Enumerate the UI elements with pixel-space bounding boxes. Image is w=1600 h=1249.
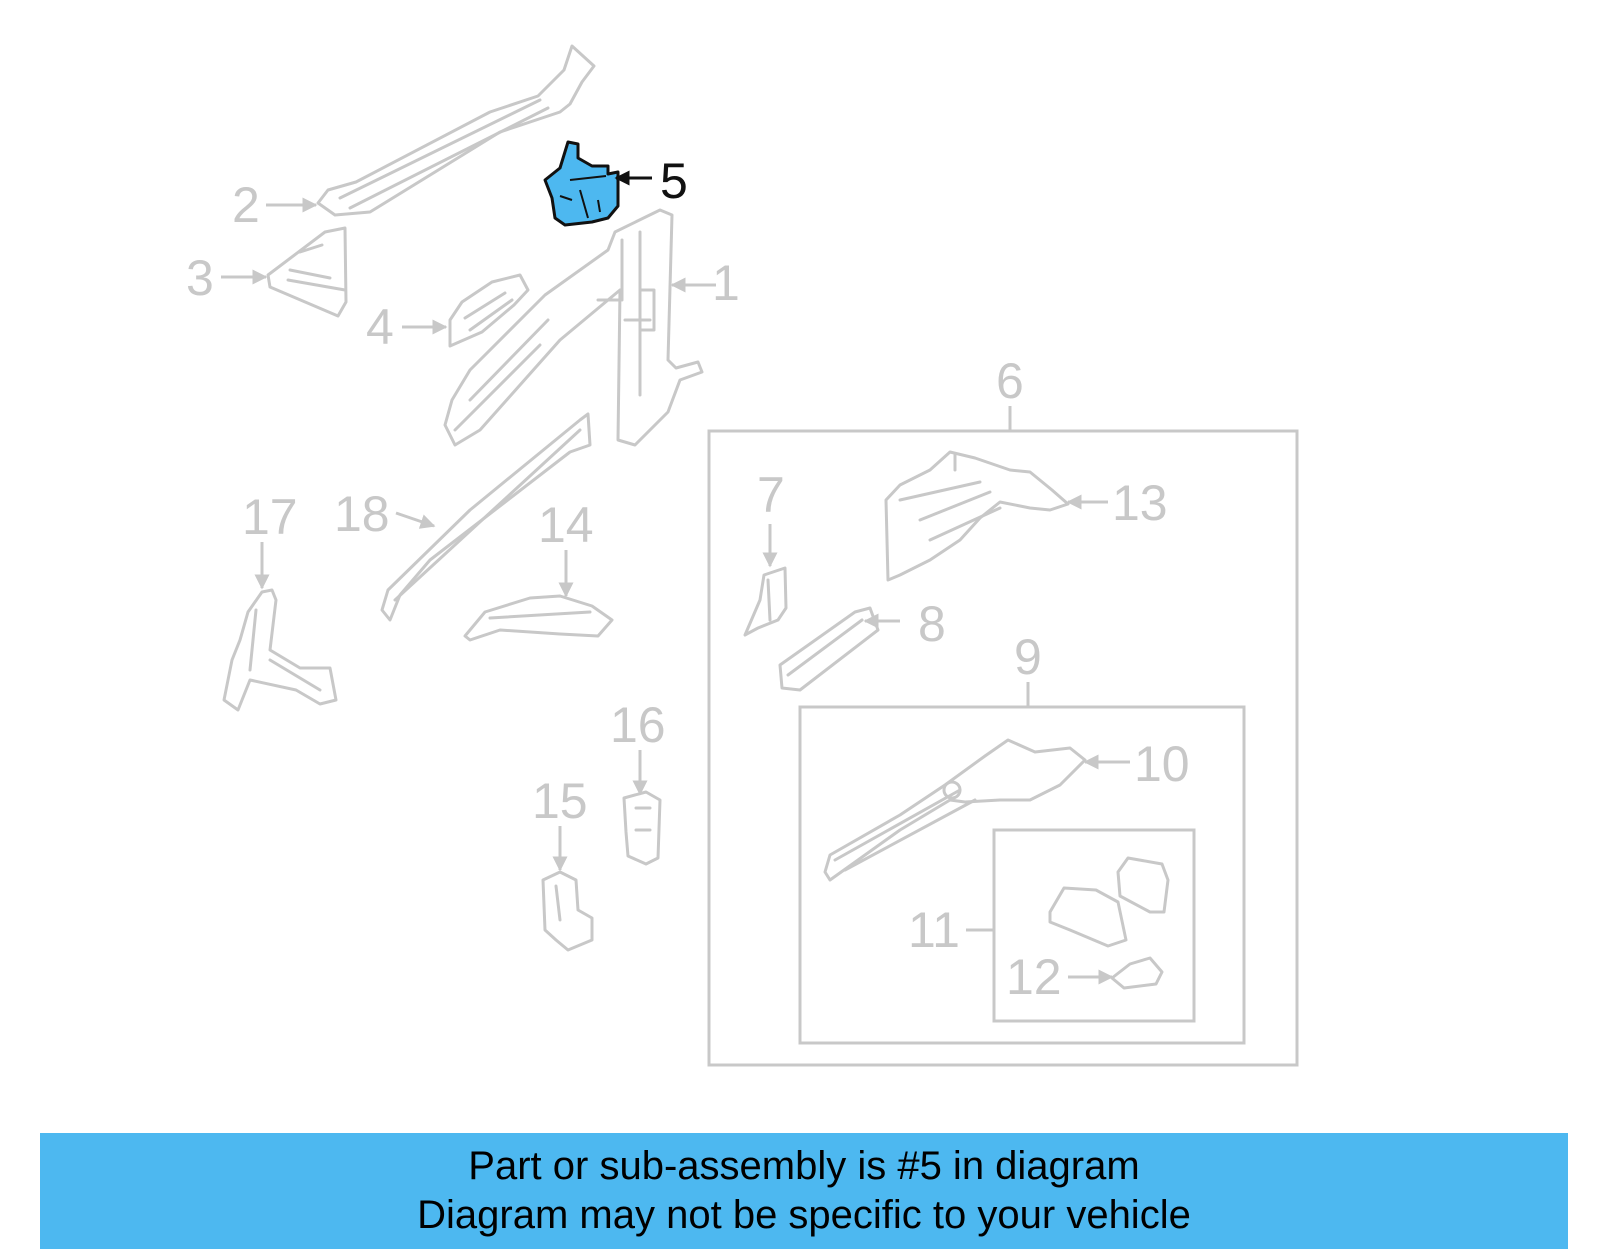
- part-10-rail: [823, 738, 1087, 882]
- part-3-bracket: [266, 226, 348, 318]
- callout-14: 14: [538, 497, 594, 553]
- part-4-gusset: [448, 273, 530, 348]
- callout-17: 17: [242, 489, 298, 545]
- callout-3: 3: [186, 250, 214, 306]
- callout-2: 2: [232, 177, 260, 233]
- part-14-panel: [463, 594, 614, 642]
- callout-13: 13: [1112, 475, 1168, 531]
- callout-18: 18: [334, 486, 390, 542]
- part-1-pillar: [443, 208, 704, 447]
- assembly-box-9: [798, 705, 1246, 1045]
- callout-10: 10: [1134, 736, 1190, 792]
- part-11-reinforcements: [1048, 856, 1170, 948]
- callout-16: 16: [610, 697, 666, 753]
- assembly-box-6: [707, 429, 1299, 1067]
- part-17-pillar-lower: [222, 588, 338, 712]
- part-2-roof-rail: [316, 44, 596, 217]
- callout-11: 11: [908, 902, 960, 958]
- callout-1: 1: [712, 255, 740, 311]
- part-8-channel: [778, 606, 880, 692]
- callout-7: 7: [757, 467, 785, 523]
- leader-18: [395, 511, 436, 529]
- info-banner: Part or sub-assembly is #5 in diagram Di…: [40, 1133, 1568, 1249]
- part-18-rail: [380, 412, 592, 622]
- banner-line-1: Part or sub-assembly is #5 in diagram: [468, 1144, 1140, 1188]
- callout-9: 9: [1014, 629, 1042, 685]
- callout-12: 12: [1006, 949, 1062, 1005]
- part-12-clip: [1110, 956, 1164, 990]
- banner-line-2: Diagram may not be specific to your vehi…: [417, 1193, 1191, 1237]
- part-16-bracket: [622, 790, 662, 866]
- part-7-bracket: [743, 566, 788, 637]
- callout-8: 8: [918, 596, 946, 652]
- callout-6: 6: [996, 353, 1024, 409]
- part-13-wheelhouse: [884, 450, 1070, 582]
- callout-5: 5: [660, 153, 688, 209]
- callout-4: 4: [366, 299, 394, 355]
- part-5-highlighted: [543, 140, 620, 227]
- part-15-bracket: [541, 870, 594, 952]
- assembly-box-11: [992, 828, 1196, 1023]
- callout-15: 15: [532, 773, 588, 829]
